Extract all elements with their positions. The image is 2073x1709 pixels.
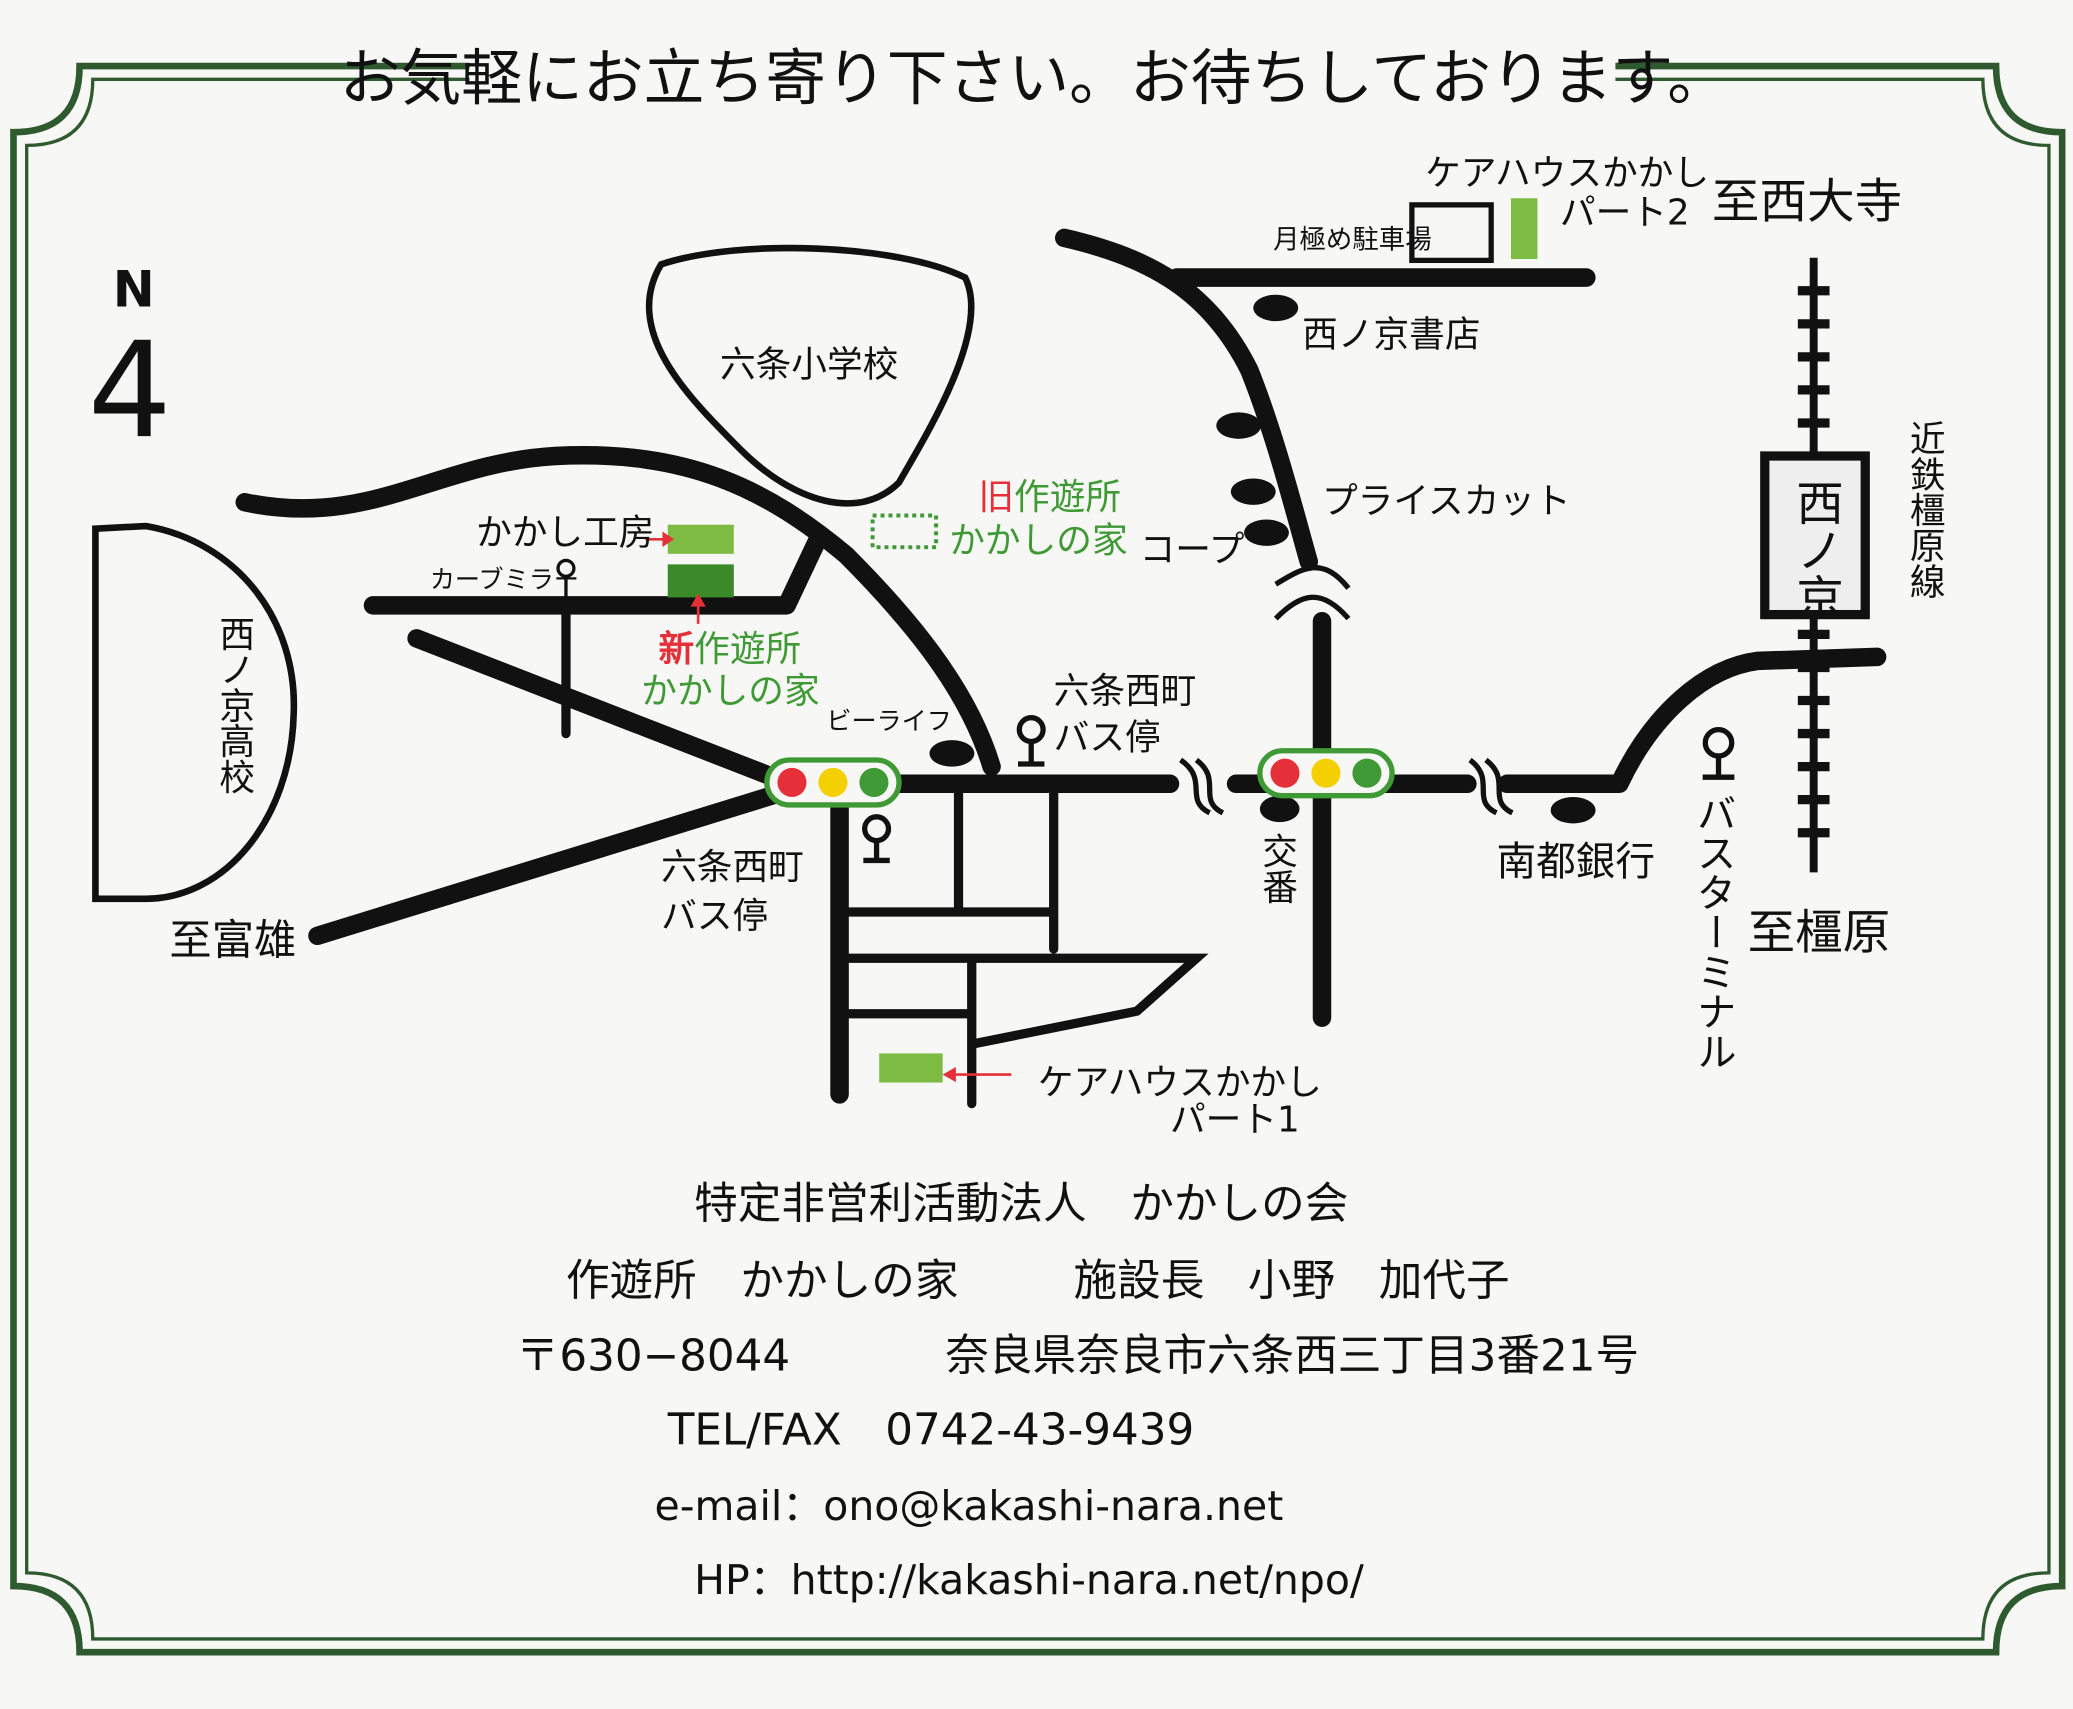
to-saidaiji-label: 至西大寺 xyxy=(1712,175,1902,230)
railway-label: 近鉄橿原線 xyxy=(1904,420,1945,598)
parking-lot xyxy=(1409,202,1494,264)
carehouse1-label-2: パート1 xyxy=(1170,1099,1300,1140)
bus-stop-icon xyxy=(1016,715,1046,767)
station-label: 西ノ京 xyxy=(1788,478,1843,621)
homepage-link[interactable]: HP：http://kakashi-nara.net/npo/ xyxy=(694,1556,1364,1604)
nanto-bank-label: 南都銀行 xyxy=(1496,839,1655,885)
kakashi-kobo-building xyxy=(667,524,734,554)
be-life-label: ビーライフ xyxy=(826,707,952,736)
tel-fax: TEL/FAX 0742-43-9439 xyxy=(667,1406,1195,1456)
to-tomio-label: 至富雄 xyxy=(169,915,296,964)
high-school-area xyxy=(92,522,298,903)
carehouse2-label: ケアハウスかかし xyxy=(1425,153,1709,194)
kakashi-kobo-label: かかし工房 xyxy=(476,513,654,554)
carehouse1-label: ケアハウスかかし xyxy=(1038,1062,1322,1103)
coop-label: コープ xyxy=(1140,530,1245,571)
bus-terminal-icon xyxy=(1702,726,1735,780)
carehouse2-building xyxy=(1511,198,1538,260)
school-area xyxy=(645,244,975,507)
old-facility-site xyxy=(870,513,939,550)
price-cut-label: プライスカット xyxy=(1322,481,1571,522)
bus-stop-north-label: 六条西町 xyxy=(1054,671,1197,712)
bus-stop-south-label: 六条西町 xyxy=(661,847,804,888)
new-facility-label-2: かかしの家 xyxy=(641,671,819,712)
curve-mirror-icon xyxy=(556,558,576,598)
director-name: 施設長 小野 加代子 xyxy=(1074,1256,1510,1306)
bus-terminal-label: バスターミナル xyxy=(1690,793,1736,1071)
roads xyxy=(235,228,1887,1109)
new-facility-building xyxy=(667,564,734,598)
old-facility-label: 旧作遊所 xyxy=(978,477,1121,518)
bus-stop-icon xyxy=(862,814,892,864)
facility-name: 作遊所 かかしの家 xyxy=(566,1256,958,1306)
old-facility-label-2: かかしの家 xyxy=(949,520,1127,561)
north-arrow-icon: 4 xyxy=(88,314,172,468)
bookstore-label: 西ノ京書店 xyxy=(1302,314,1480,355)
north-label: N xyxy=(113,260,155,319)
new-facility-label: 新作遊所 xyxy=(658,629,801,670)
decorative-frame xyxy=(10,62,2066,1656)
carehouse2-label-2: パート2 xyxy=(1560,193,1690,234)
railway-line xyxy=(1760,257,1870,873)
bus-stop-north-label-2: バス停 xyxy=(1054,717,1161,758)
red-arrows xyxy=(645,531,1012,1083)
postal-code: 〒630−8044 xyxy=(516,1332,790,1382)
bus-stop-south-label-2: バス停 xyxy=(661,896,768,937)
to-kashihara-label: 至橿原 xyxy=(1748,906,1891,961)
org-name: 特定非営利活動法人 かかしの会 xyxy=(694,1180,1348,1230)
parking-label: 月極め駐車場 xyxy=(1273,224,1432,255)
school-label: 六条小学校 xyxy=(720,345,898,386)
carehouse1-building xyxy=(879,1053,943,1083)
station-box xyxy=(1760,451,1870,620)
high-school-label: 西ノ京高校 xyxy=(76,616,254,794)
traffic-light-east xyxy=(1257,748,1395,799)
landmark-dots xyxy=(929,294,1596,824)
page-title: お気軽にお立ち寄り下さい。お待ちしております。 xyxy=(340,44,1728,114)
curve-mirror-label: カーブミラー xyxy=(430,565,579,594)
address: 奈良県奈良市六条西三丁目3番21号 xyxy=(945,1332,1639,1382)
email[interactable]: e-mail：ono@kakashi-nara.net xyxy=(655,1482,1284,1530)
police-box-label: 交番 xyxy=(1257,833,1298,904)
traffic-light-west xyxy=(764,757,902,808)
